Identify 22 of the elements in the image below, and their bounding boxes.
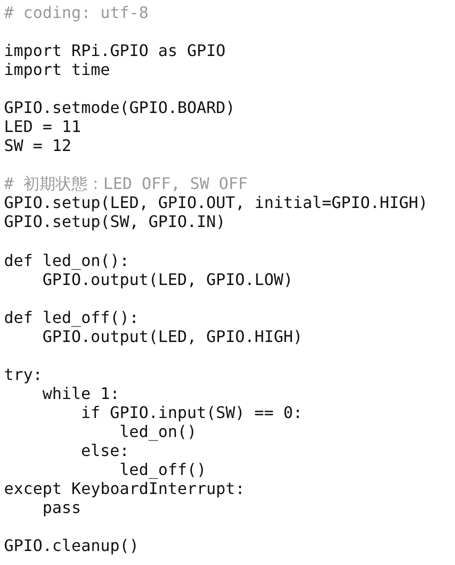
- code-line: def led_on():: [4, 250, 130, 270]
- code-line: try:: [4, 364, 43, 384]
- code-line: GPIO.setup(SW, GPIO.IN): [4, 212, 226, 232]
- code-line: led_on(): [120, 422, 197, 441]
- code-line: import RPi.GPIO as GPIO: [4, 41, 226, 60]
- code-line: LED = 11: [4, 117, 82, 136]
- code-line: GPIO.cleanup(): [4, 536, 139, 556]
- code-line: import time: [4, 60, 110, 80]
- code-line: SW = 12: [4, 136, 72, 156]
- code-comment: # coding: utf-8: [4, 3, 148, 22]
- code-line: def led_off():: [4, 308, 139, 327]
- code-comment: # 初期状態：LED OFF, SW OFF: [4, 174, 248, 194]
- code-line: GPIO.setup(LED, GPIO.OUT, initial=GPIO.HIGH): [4, 193, 428, 212]
- code-line: while 1:: [42, 384, 120, 403]
- code-line: pass: [42, 498, 82, 518]
- code-line: if GPIO.input(SW) == 0:: [81, 402, 303, 422]
- code-line: except KeyboardInterrupt:: [4, 479, 245, 498]
- code-line: GPIO.output(LED, GPIO.LOW): [42, 270, 293, 289]
- code-line: GPIO.output(LED, GPIO.HIGH): [42, 326, 303, 346]
- code-line: else:: [81, 440, 130, 460]
- code-line: GPIO.setmode(GPIO.BOARD): [4, 98, 236, 118]
- code-line: led_off(): [120, 460, 206, 479]
